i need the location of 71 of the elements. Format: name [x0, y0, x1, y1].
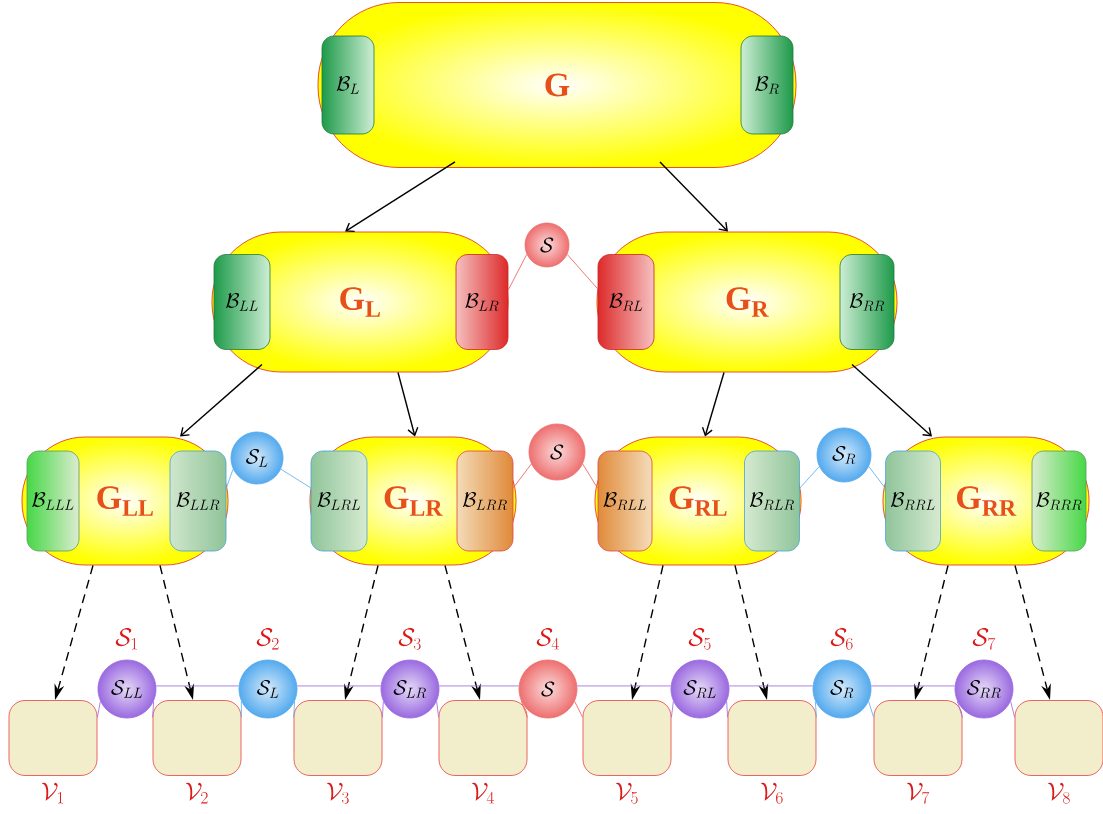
boundary-region: $\mathcal{B}_{RLL}$ [597, 450, 653, 552]
connector-line [240, 701, 242, 718]
double-line [576, 685, 672, 687]
vertex-set-box [1014, 700, 1103, 776]
boundary-region: $\mathcal{B}_{LR}$ [455, 254, 509, 350]
boundary-region: $\mathcal{B}_{R}$ [740, 35, 794, 135]
connector-line [574, 701, 583, 718]
vertex-set-box [152, 700, 242, 776]
arrow [180, 363, 263, 437]
boundary-region: $\mathcal{B}_{LRR}$ [456, 450, 514, 552]
double-line [438, 685, 520, 687]
set-label: $\mathcal{S}_5$ [688, 628, 711, 650]
connector-line [513, 463, 532, 489]
arrow [851, 363, 932, 437]
connector-line [726, 701, 728, 718]
double-line [870, 685, 956, 687]
arrow [701, 371, 725, 437]
boundary-region: $\mathcal{B}_{RL}$ [597, 254, 655, 350]
vertex-set-box [727, 700, 817, 776]
double-line [155, 685, 240, 687]
boundary-region: $\mathcal{B}_{LLR}$ [169, 450, 227, 552]
boundary-region: $\mathcal{B}_{RR}$ [839, 254, 895, 350]
set-label: $\mathcal{V}_6$ [761, 782, 783, 804]
connector-line [280, 468, 311, 489]
set-label: $\mathcal{V}_5$ [616, 782, 638, 804]
double-line [728, 685, 814, 687]
vertex-set-box [293, 700, 383, 776]
vertex-set-box [582, 700, 672, 776]
set-label: $\mathcal{S}_1$ [115, 628, 137, 650]
vertex-set-box [873, 700, 963, 776]
set-label: $\mathcal{V}_8$ [1048, 782, 1070, 804]
boundary-region: $\mathcal{B}_{RLR}$ [744, 450, 800, 552]
connector-line [382, 701, 384, 718]
connector-line [566, 254, 598, 290]
connector-line [97, 701, 101, 718]
vertex-set-box [438, 700, 528, 776]
connector-line [956, 701, 963, 718]
arrow [345, 161, 456, 233]
set-label: $\mathcal{S}_4$ [536, 628, 559, 650]
set-label: $\mathcal{S}_6$ [830, 628, 853, 650]
vertex-set-box [8, 700, 98, 776]
set-label: $\mathcal{V}_2$ [186, 782, 208, 804]
connector-line [508, 254, 528, 291]
connector-line [226, 468, 234, 489]
arrow [397, 371, 419, 437]
boundary-region: $\mathcal{B}_{LRL}$ [310, 450, 368, 552]
set-label: $\mathcal{S}_7$ [972, 628, 996, 650]
connector-line [799, 466, 820, 489]
set-label: $\mathcal{V}_7$ [907, 782, 930, 804]
connector-line [293, 701, 296, 718]
boundary-region: $\mathcal{B}_{RRR}$ [1031, 450, 1087, 552]
connector-line [868, 701, 874, 718]
boundary-region: $\mathcal{B}_{LL}$ [213, 254, 271, 350]
connector-line [582, 463, 598, 489]
boundary-region: $\mathcal{B}_{LLL}$ [26, 450, 80, 552]
connector-line [1010, 701, 1015, 718]
connector-line [868, 466, 886, 489]
connector-line [814, 701, 817, 718]
boundary-region: $\mathcal{B}_{L}$ [321, 35, 375, 135]
set-label: $\mathcal{S}_3$ [398, 628, 421, 650]
connector-line [152, 701, 155, 718]
set-label: $\mathcal{V}_3$ [327, 782, 349, 804]
connector-line [671, 701, 674, 718]
boundary-region: $\mathcal{B}_{RRL}$ [885, 450, 941, 552]
set-label: $\mathcal{V}_4$ [472, 782, 494, 804]
set-label: $\mathcal{V}_1$ [42, 782, 64, 804]
arrow [659, 161, 728, 232]
connector-line [436, 701, 439, 718]
set-label: $\mathcal{S}_2$ [256, 628, 279, 650]
connector-line [520, 701, 528, 718]
double-line [296, 685, 382, 687]
